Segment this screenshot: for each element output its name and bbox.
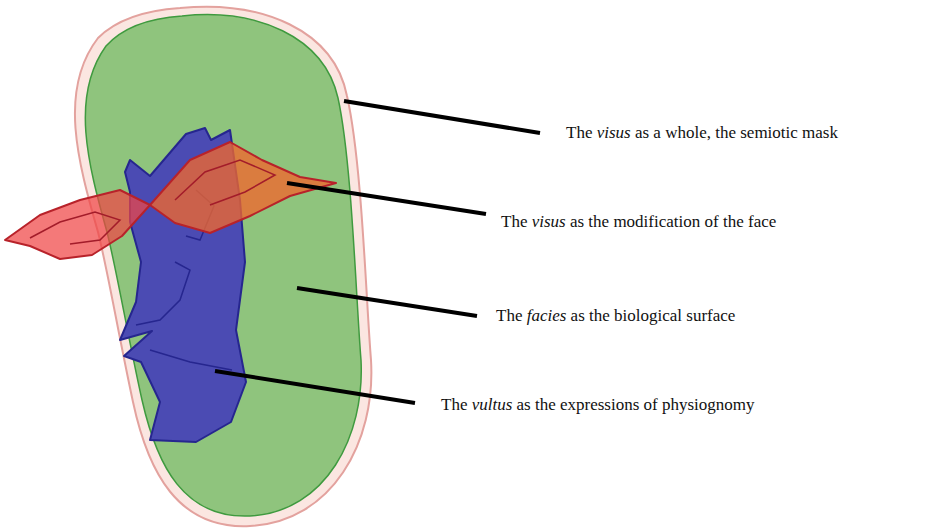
leader-line — [287, 183, 486, 214]
leader-line — [215, 371, 415, 403]
leader-line — [344, 101, 540, 133]
facies-surface — [85, 15, 361, 516]
vultus-contour — [150, 350, 232, 370]
term-label: The visus as a whole, the semiotic mask — [566, 123, 838, 143]
term-label: The vultus as the expressions of physiog… — [441, 395, 755, 415]
mask-outline — [75, 7, 371, 526]
mask-contour — [175, 160, 275, 205]
mask-wing-left — [5, 190, 150, 259]
leader-line — [297, 288, 477, 316]
term-label: The facies as the biological surface — [496, 306, 735, 326]
mask-contour — [30, 212, 120, 244]
vultus-contour — [136, 262, 190, 325]
term-label: The visus as the modification of the fac… — [501, 212, 776, 232]
